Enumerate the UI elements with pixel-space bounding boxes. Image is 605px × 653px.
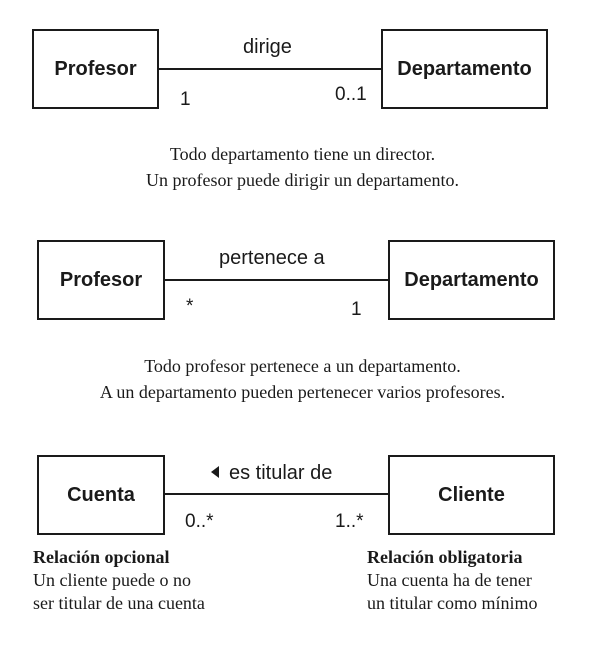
note-title: Relación obligatoria xyxy=(367,547,523,567)
triangle-left-icon xyxy=(211,465,219,478)
caption-line: Todo profesor pertenece a un departament… xyxy=(144,356,461,376)
class-name: Profesor xyxy=(59,268,143,291)
association-label: dirige xyxy=(243,36,292,58)
association-text: es titular de xyxy=(229,462,333,484)
right-multiplicity: 1..* xyxy=(335,511,364,532)
note-line: Una cuenta ha de tener xyxy=(367,570,532,590)
right-multiplicity: 1 xyxy=(351,299,362,320)
caption-line: A un departamento pueden pertenecer vari… xyxy=(99,382,506,402)
class-box-profesor: Profesor xyxy=(37,240,165,320)
class-box-departamento: Departamento xyxy=(381,29,548,109)
association-label: pertenece a xyxy=(219,247,325,269)
left-note: Relación opcional Un cliente puede o no … xyxy=(33,546,205,615)
right-multiplicity: 0..1 xyxy=(335,84,367,105)
class-box-departamento: Departamento xyxy=(388,240,555,320)
note-title: Relación opcional xyxy=(33,547,170,567)
class-name: Profesor xyxy=(54,57,137,80)
right-note: Relación obligatoria Una cuenta ha de te… xyxy=(367,546,537,615)
association-label: es titular de xyxy=(211,462,332,485)
association-line xyxy=(159,68,381,70)
class-name: Departamento xyxy=(404,268,539,291)
caption-line: Un profesor puede dirigir un departament… xyxy=(146,170,459,190)
note-line: un titular como mínimo xyxy=(367,593,538,613)
note-line: ser titular de una cuenta xyxy=(33,593,205,613)
left-multiplicity: 1 xyxy=(180,89,191,110)
class-box-cuenta: Cuenta xyxy=(37,455,165,535)
class-box-cliente: Cliente xyxy=(388,455,555,535)
association-line xyxy=(165,493,388,495)
caption-line: Todo departamento tiene un director. xyxy=(169,144,436,164)
class-name: Departamento xyxy=(397,57,532,80)
association-line xyxy=(165,279,388,281)
class-box-profesor: Profesor xyxy=(32,29,159,109)
left-multiplicity: * xyxy=(186,296,194,317)
note-line: Un cliente puede o no xyxy=(33,570,191,590)
class-name: Cuenta xyxy=(67,483,135,506)
class-name: Cliente xyxy=(438,483,505,506)
left-multiplicity: 0..* xyxy=(185,511,214,532)
